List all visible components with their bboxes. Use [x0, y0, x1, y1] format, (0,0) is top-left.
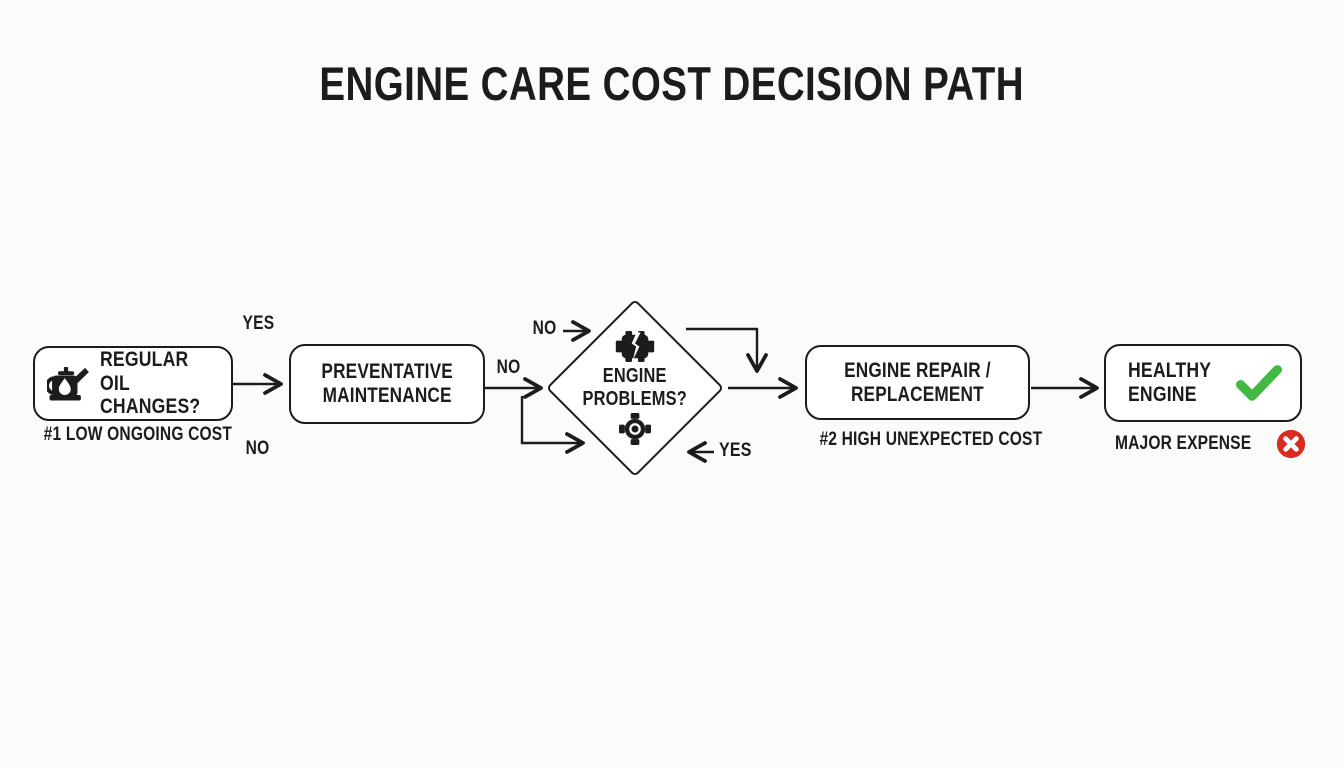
node-engine-problems: ENGINE PROBLEMS?	[557, 320, 713, 456]
edge-label-no-mid: NO	[497, 357, 521, 378]
edge-label-no-diamond-top: NO	[533, 318, 557, 339]
node-healthy-engine: HEALTHY ENGINE	[1104, 344, 1302, 422]
page-title-text: ENGINE CARE COST DECISION PATH	[319, 57, 1025, 110]
node-engine-repair-replacement: ENGINE REPAIR / REPLACEMENT	[805, 345, 1030, 420]
node-label: ENGINE PROBLEMS?	[582, 365, 688, 410]
green-check-icon	[1236, 364, 1282, 401]
node-label: HEALTHY ENGINE	[1128, 359, 1212, 406]
edge-label-yes-diamond-bottom: YES	[719, 440, 752, 461]
node-regular-oil-changes: REGULAR OIL CHANGES?	[33, 346, 233, 421]
page-title: ENGINE CARE COST DECISION PATH	[0, 56, 1344, 111]
node-preventative-maintenance: PREVENTATIVE MAINTENANCE	[289, 344, 485, 424]
caption-high-unexpected-cost: #2 HIGH UNEXPECTED COST	[819, 429, 1043, 450]
node-label: ENGINE REPAIR / REPLACEMENT	[844, 358, 991, 406]
node-label: PREVENTATIVE MAINTENANCE	[321, 360, 453, 407]
node-label: REGULAR OIL CHANGES?	[100, 348, 201, 419]
cracked-engine-icon	[615, 331, 655, 363]
engine-gear-icon	[619, 412, 651, 445]
red-x-icon	[1276, 429, 1305, 459]
caption-low-ongoing-cost: #1 LOW ONGOING COST	[43, 424, 233, 445]
oil-can-icon	[47, 366, 89, 400]
edge-label-yes: YES	[242, 313, 274, 334]
caption-major-expense: MAJOR EXPENSE	[1104, 429, 1305, 459]
edge-label-no: NO	[246, 438, 270, 459]
